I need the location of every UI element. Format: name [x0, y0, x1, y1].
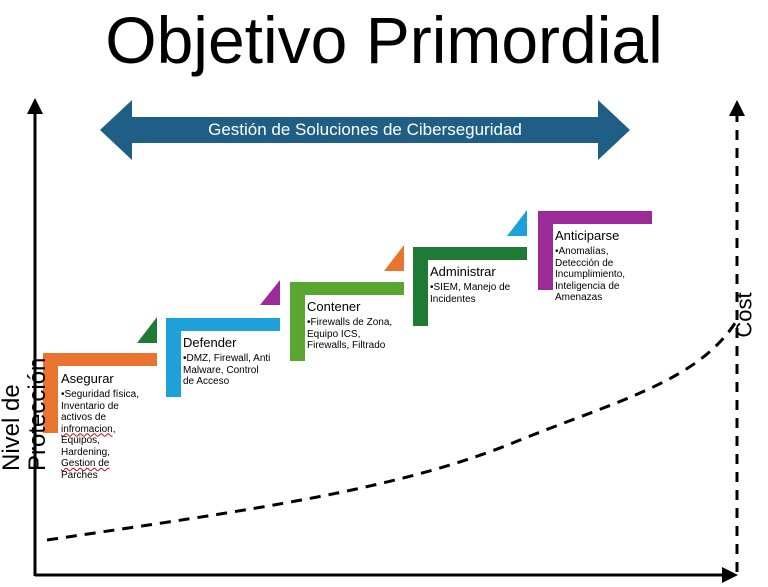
banner-label: Gestión de Soluciones de Ciberseguridad	[208, 120, 522, 139]
step-desc-line: infromacion,	[61, 423, 116, 435]
step-desc-contener: •Firewalls de Zona, Equipo ICS, Firewall…	[307, 317, 392, 352]
step-accent-administrar	[507, 210, 527, 236]
step-desc-line: Equipo ICS,	[307, 328, 361, 340]
step-title-contener: Contener	[307, 299, 361, 314]
step-desc-line: Firewalls, Filtrado	[307, 340, 386, 351]
step-desc-line: •Anomalías,	[555, 246, 609, 257]
step-title-defender: Defender	[183, 335, 237, 350]
cost-label: Cost	[731, 292, 757, 338]
step-desc-line: Hardening,	[61, 446, 110, 458]
step-desc-asegurar: •Seguridad física, Inventario de activos…	[61, 389, 139, 481]
step-desc-line: Gestion de	[61, 458, 110, 469]
step-desc-defender: •DMZ, Firewall, Anti Malware, Control de…	[183, 353, 270, 388]
step-desc-line: de Acceso	[183, 376, 230, 387]
step-shape-anticiparse	[538, 211, 652, 290]
step-desc-line: Incumplimiento,	[555, 269, 626, 280]
step-desc-line: Parches	[61, 469, 98, 481]
step-desc-line: Incidentes	[430, 293, 476, 305]
step-shape-contener	[290, 282, 404, 361]
step-shape-defender	[166, 318, 280, 397]
step-accent-contener	[384, 245, 404, 271]
step-title-asegurar: Asegurar	[61, 371, 114, 386]
step-desc-line: Inteligencia de	[555, 280, 620, 292]
cost-arrowhead	[729, 100, 745, 116]
step-desc-line: •SIEM, Manejo de	[430, 282, 511, 293]
step-shape-administrar	[413, 247, 527, 326]
step-desc-anticiparse: •Anomalías, Detección de Incumplimiento,…	[555, 246, 625, 304]
step-desc-line: activos de	[61, 412, 107, 423]
step-title-anticiparse: Anticiparse	[555, 228, 620, 243]
y-axis-arrowhead	[27, 98, 43, 114]
y-axis-label: Nivel de Protección	[0, 357, 51, 471]
step-desc-line: Equipos,	[61, 435, 100, 446]
step-desc-line: Detección de	[555, 257, 614, 269]
cost-curve	[46, 319, 739, 542]
step-desc-line: •Seguridad física,	[61, 389, 139, 400]
step-title-administrar: Administrar	[430, 264, 496, 279]
step-desc-line: •DMZ, Firewall, Anti	[183, 353, 271, 364]
step-desc-line: Malware, Control	[183, 364, 259, 376]
x-axis-arrowhead	[722, 567, 738, 583]
step-accent-defender	[260, 280, 280, 305]
step-accent-asegurar	[137, 317, 157, 343]
step-desc-line: •Firewalls de Zona,	[307, 317, 393, 328]
page-title: Objetivo Primordial	[105, 3, 663, 77]
banner-arrow	[100, 100, 630, 160]
step-desc-line: Inventario de	[61, 400, 119, 412]
step-desc-administrar: •SIEM, Manejo de Incidentes	[430, 282, 510, 305]
step-shape-asegurar	[43, 353, 157, 433]
step-desc-line: Amenazas	[555, 292, 603, 303]
